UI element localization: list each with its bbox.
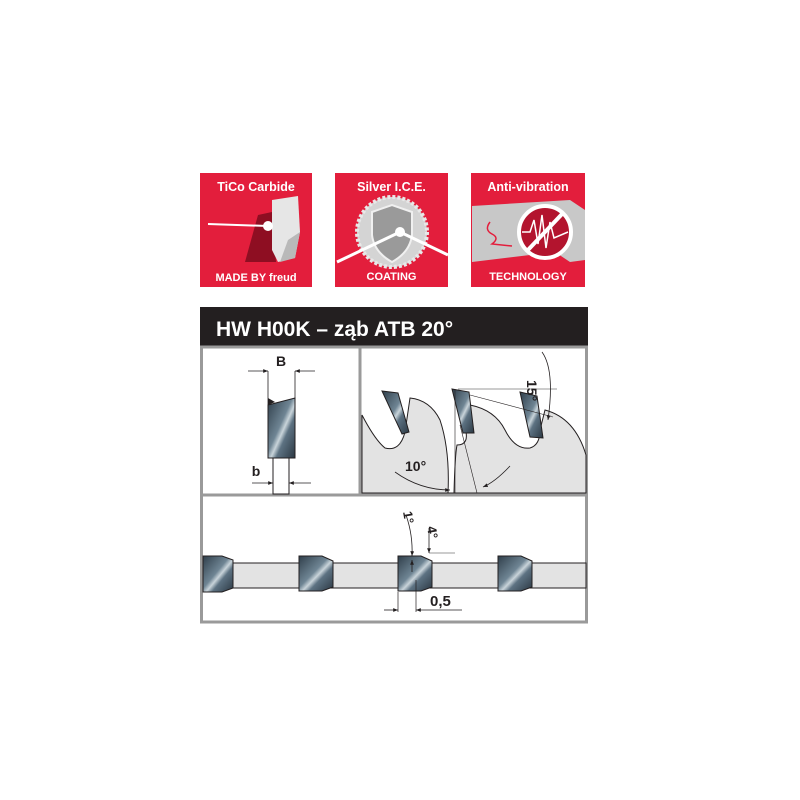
top-view-diagram: 1° 4° 0,5 bbox=[202, 510, 587, 612]
page-title: HW H00K – ząb ATB 20° bbox=[216, 318, 453, 341]
carbide-tooth-icon bbox=[207, 196, 300, 262]
radial-angle-label: 1° bbox=[400, 510, 417, 525]
offset-label: 0,5 bbox=[430, 593, 451, 610]
badge-subtitle: COATING bbox=[367, 271, 417, 283]
tooth-angle-diagram: 15° 10° bbox=[361, 351, 587, 494]
badge-subtitle: MADE BY freud bbox=[215, 272, 296, 284]
shield-saw-icon bbox=[336, 195, 449, 269]
badge-subtitle: TECHNOLOGY bbox=[489, 271, 567, 283]
badge-silver-ice: Silver I.C.E. COATING bbox=[335, 173, 449, 287]
clearance-angle-label: 15° bbox=[524, 380, 540, 401]
badge-title: Silver I.C.E. bbox=[357, 180, 426, 194]
bevel-angle-label: 4° bbox=[424, 525, 441, 540]
badge-title: Anti-vibration bbox=[487, 180, 568, 194]
badge-title: TiCo Carbide bbox=[217, 180, 295, 194]
hook-angle-label: 10° bbox=[405, 458, 426, 474]
badge-tico-carbide: TiCo Carbide MADE BY freud bbox=[200, 173, 312, 287]
title-bar bbox=[200, 307, 588, 347]
body-thickness-label: b bbox=[252, 463, 261, 479]
no-vibration-icon bbox=[472, 200, 585, 262]
kerf-width-label: B bbox=[276, 353, 286, 369]
tooth-width-diagram: B b bbox=[248, 353, 315, 495]
badge-anti-vibration: Anti-vibration TECHNOLOGY bbox=[471, 173, 585, 287]
